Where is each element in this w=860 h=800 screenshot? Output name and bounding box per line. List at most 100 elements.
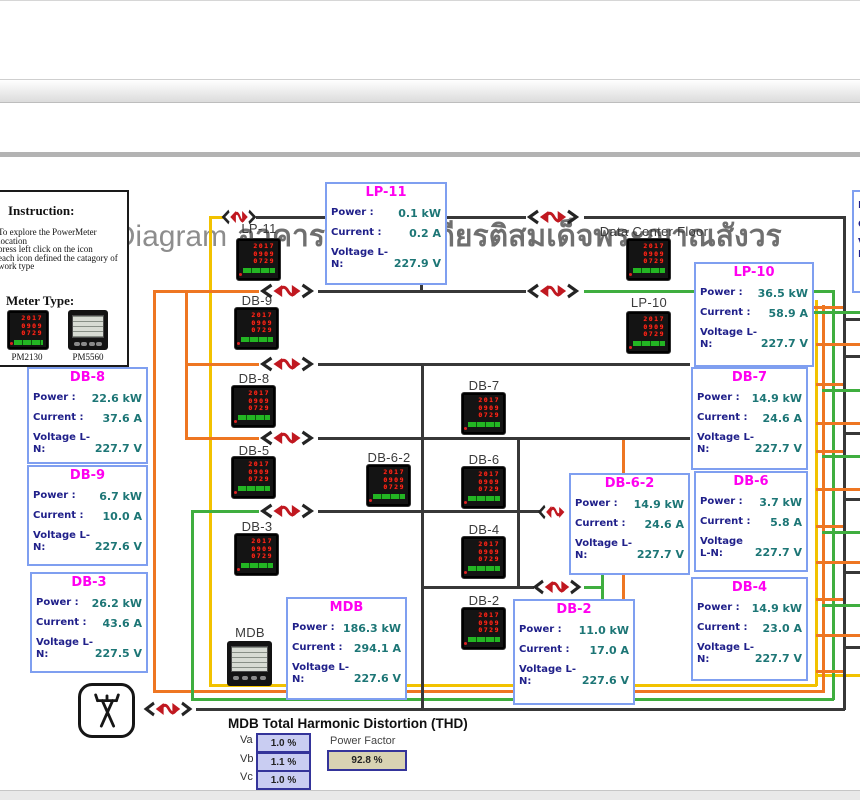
power-value: 6.7 kW — [99, 490, 142, 503]
wire — [185, 363, 259, 366]
meter-model-label: PM2130 — [11, 352, 43, 362]
node-label-mdb: MDB — [235, 625, 265, 640]
power-value: 3.7 kW — [759, 496, 802, 509]
wire — [843, 571, 860, 574]
voltage-label: Voltage L-N: — [292, 662, 349, 685]
power-factor-label: Power Factor — [330, 735, 396, 747]
instruction-heading: Instruction: — [8, 203, 75, 218]
breaker-arrow-icon — [256, 355, 318, 373]
title-bar: Oneline Diagramอาคารเทิดพระเกียรติสมเด็จ… — [0, 103, 860, 253]
voltage-value: 227.7 V — [636, 548, 684, 561]
wire — [191, 510, 194, 700]
info-box-mdb: MDB Power :186.3 kW Current :294.1 A Vol… — [286, 597, 407, 700]
wire — [584, 290, 694, 293]
power-value: 14.9 kW — [751, 392, 802, 405]
voltage-label: Voltage L-N: — [700, 327, 757, 350]
wire — [318, 363, 690, 366]
instruction-line: each icon defined the catagory of — [0, 252, 118, 263]
wire — [816, 634, 860, 637]
wire — [816, 670, 843, 673]
info-box-title: DB-8 — [69, 370, 106, 385]
power-label: Power : — [575, 498, 618, 509]
info-box-title: LP-11 — [365, 185, 407, 200]
power-value: 14.9 kW — [751, 602, 802, 615]
voltage-value: 227.7 V — [754, 652, 802, 665]
info-box-title: DB-2 — [556, 602, 592, 617]
wire — [816, 422, 860, 425]
info-box-db-4: DB-4 Power :14.9 kW Current :23.0 A Volt… — [691, 577, 808, 681]
voltage-value: 227.7 V — [94, 442, 142, 455]
vc-value: 1.0 % — [256, 770, 311, 790]
toolbar-band — [0, 80, 860, 103]
wire — [816, 525, 843, 528]
power-factor-value: 92.8 % — [327, 750, 407, 771]
info-box-lp-11: LP-11 Power :0.1 kW Current :0.2 A Volta… — [325, 182, 447, 285]
voltage-value: 227.6 V — [94, 540, 142, 553]
wire — [191, 698, 834, 701]
current-label: Current : — [575, 518, 626, 529]
wire — [584, 216, 845, 219]
power-value: 186.3 kW — [342, 622, 401, 635]
transmission-tower-icon[interactable] — [78, 683, 135, 738]
current-value: 24.6 A — [762, 412, 802, 425]
voltage-value: 227.5 V — [94, 647, 142, 660]
voltage-value: 227.6 V — [353, 672, 401, 685]
wire — [822, 455, 860, 458]
current-label: Current : — [292, 642, 343, 653]
wire — [822, 531, 860, 534]
node-label-lp-10: LP-10 — [630, 295, 668, 310]
wire — [813, 290, 834, 293]
wire — [185, 437, 259, 440]
wire — [420, 278, 423, 292]
vb-label: Vb — [240, 753, 254, 765]
wire — [196, 708, 845, 711]
footer-band — [0, 790, 860, 800]
voltage-value: 227.7 V — [754, 546, 802, 559]
current-label: Current : — [697, 622, 748, 633]
wire — [816, 343, 860, 346]
va-label: Va — [240, 734, 253, 746]
info-box-lp-10: LP-10 Power :36.5 kW Current :58.9 A Vol… — [694, 262, 814, 367]
power-value: 11.0 kW — [578, 624, 629, 637]
wire — [816, 561, 860, 564]
wire — [816, 488, 860, 491]
wire — [816, 383, 843, 386]
voltage-label: Voltage L-N: — [697, 642, 754, 665]
current-value: 23.0 A — [762, 622, 802, 635]
wire — [806, 311, 860, 314]
wire — [318, 437, 690, 440]
meter-type-heading: Meter Type: — [6, 292, 75, 308]
instruction-panel: Instruction: To explore the PowerMeter l… — [0, 190, 129, 367]
current-value: 294.1 A — [353, 642, 401, 655]
wire — [803, 306, 843, 309]
wire — [446, 216, 526, 219]
power-label: Power : — [331, 207, 374, 218]
meter-mdb[interactable] — [227, 641, 272, 686]
voltage-label: Voltage L-N: — [697, 432, 754, 455]
wire — [318, 510, 540, 513]
wire — [816, 450, 843, 453]
current-value: 58.9 A — [768, 307, 808, 320]
breaker-arrow-icon — [219, 208, 259, 226]
voltage-value: 227.6 V — [581, 674, 629, 687]
current-label: Current : — [858, 219, 860, 231]
node-label-db-8: DB-8 — [238, 371, 270, 386]
breaker-arrow-icon — [537, 503, 567, 521]
wire — [815, 674, 860, 677]
info-box-db-6: DB-6 Power :3.7 kW Current :5.8 A Voltag… — [694, 471, 808, 572]
wire — [815, 300, 818, 686]
current-label: Current : — [36, 617, 87, 628]
breaker-arrow-icon — [140, 700, 196, 718]
